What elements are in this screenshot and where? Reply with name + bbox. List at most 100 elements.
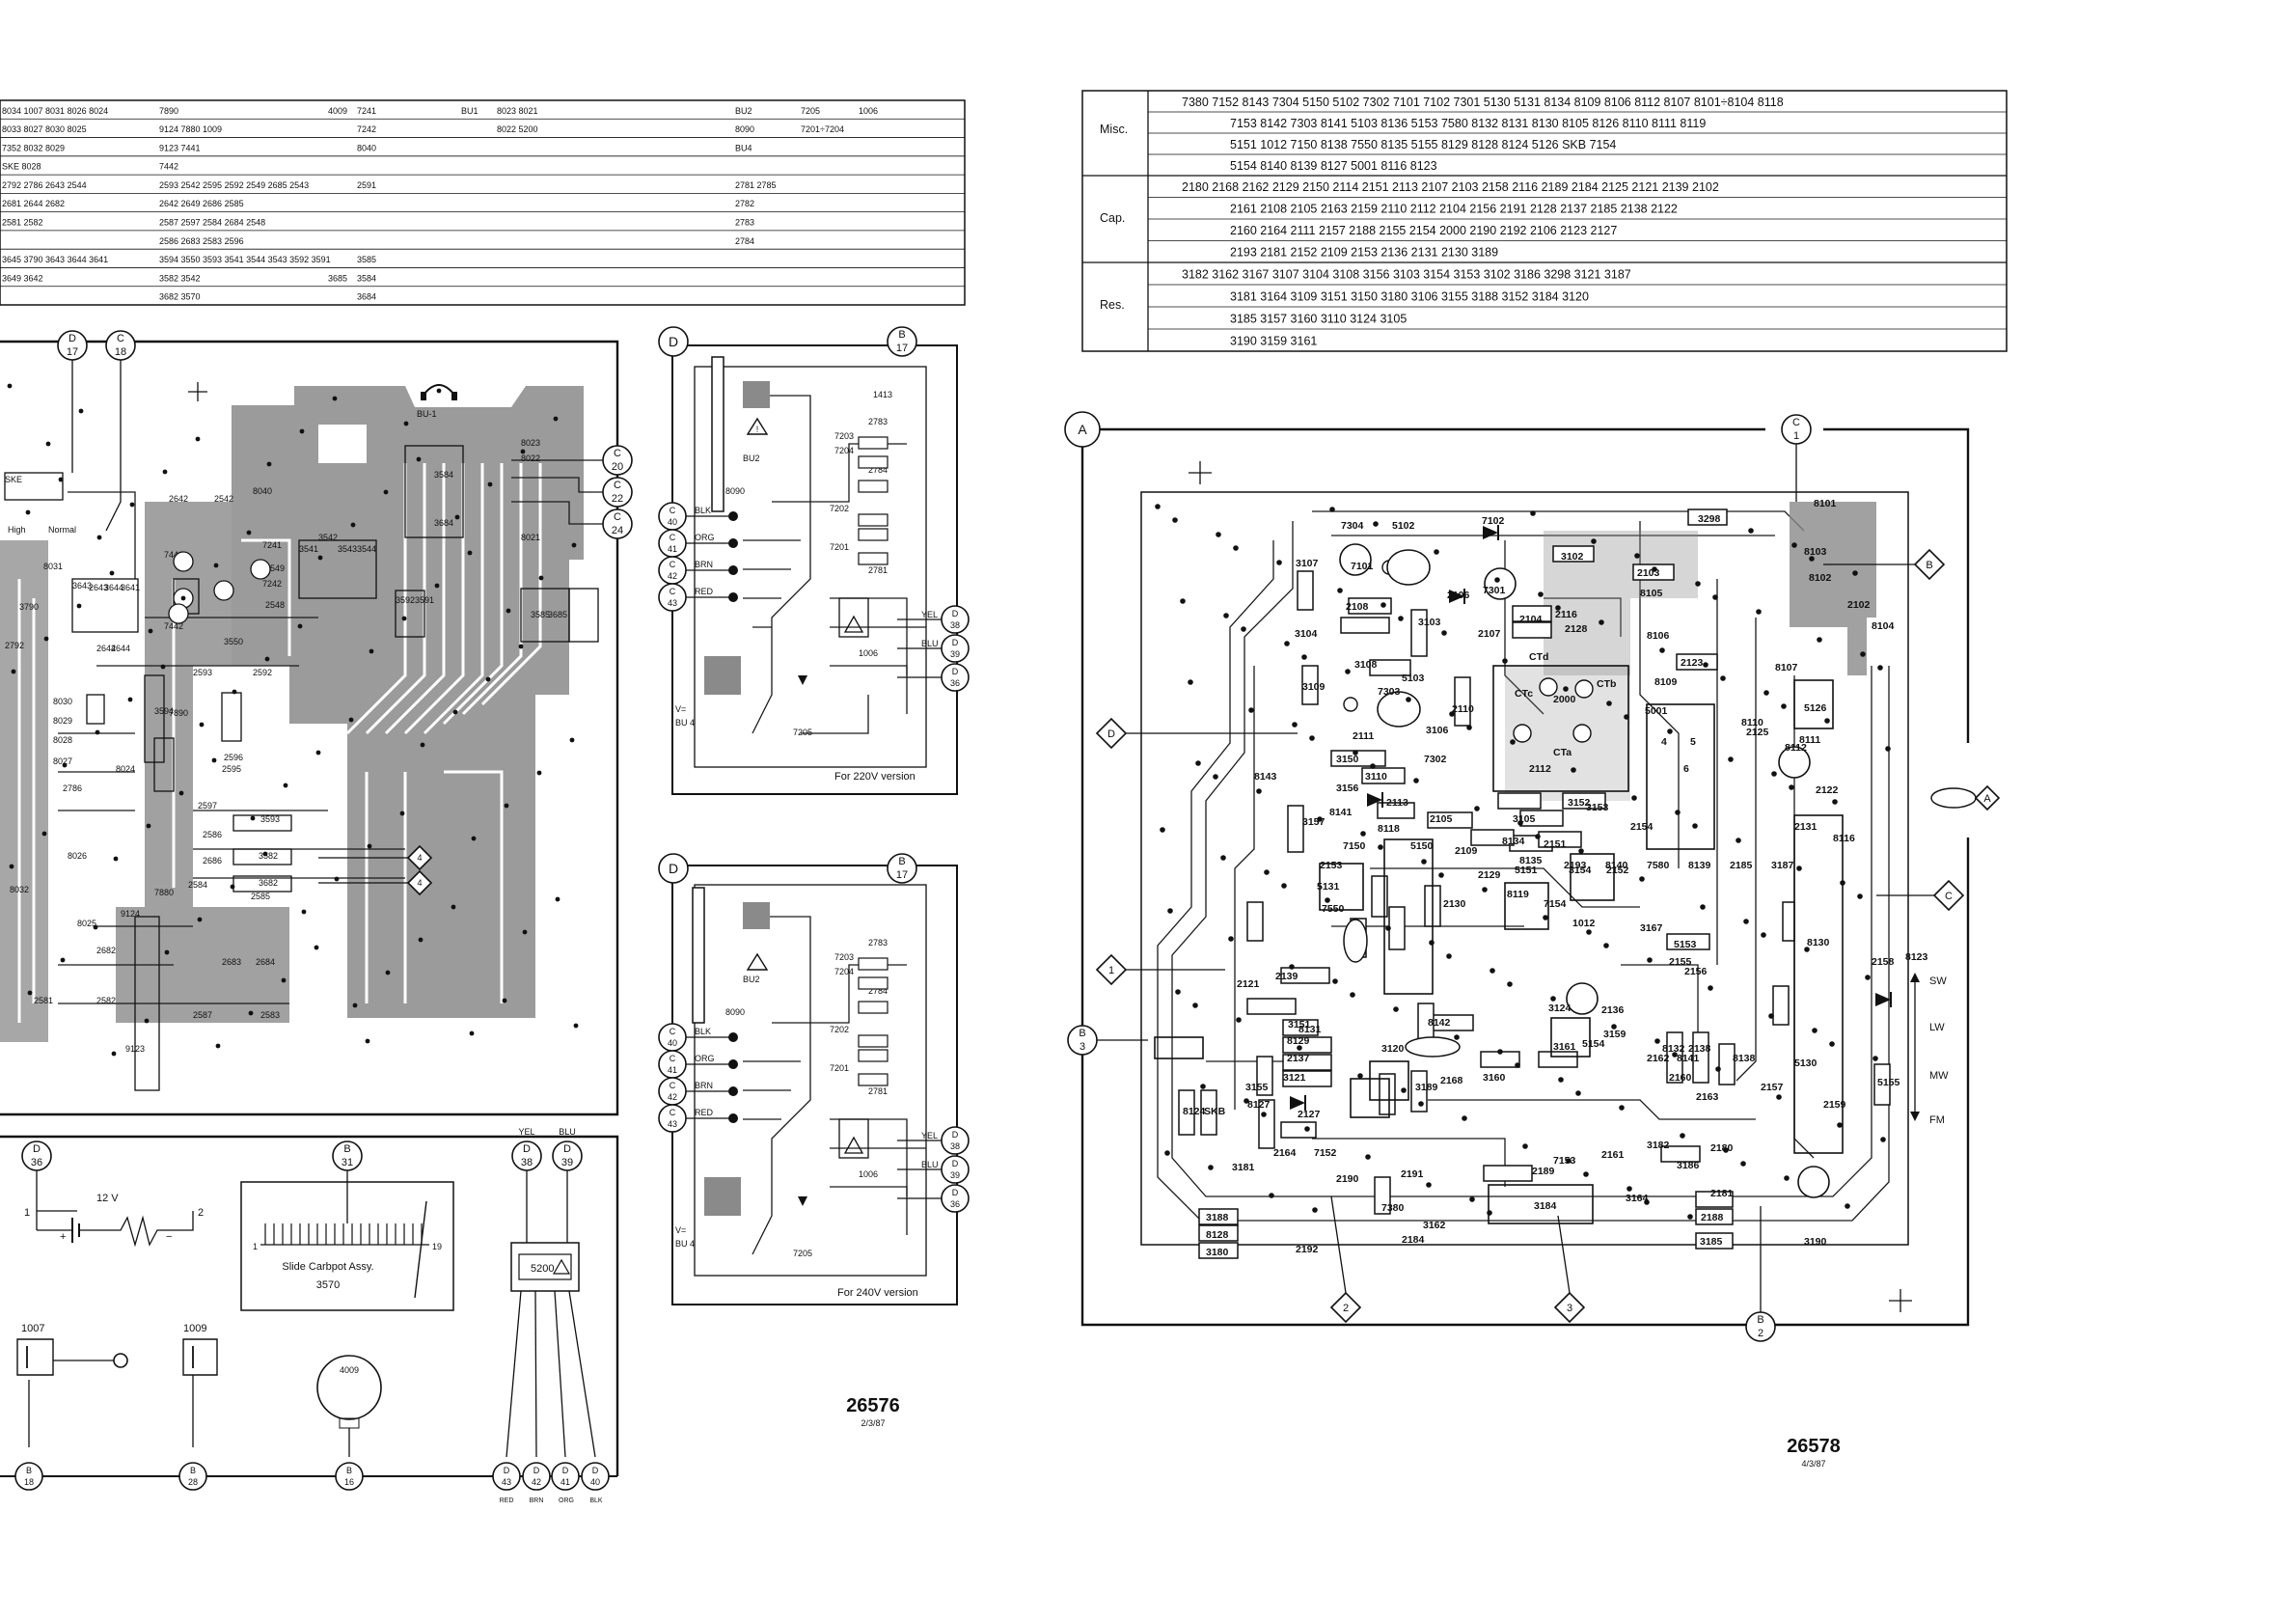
mains-connector-left: C41 — [658, 529, 687, 558]
left-board-label: 2686 — [203, 856, 222, 865]
mains-connector-right: D39 — [941, 1155, 970, 1184]
left-board-label: 2684 — [256, 957, 275, 967]
svg-text:D: D — [68, 333, 76, 344]
right-board-label: 2139 — [1275, 971, 1298, 982]
mains-220-connector-d: D — [658, 326, 689, 357]
left-board-label: 3593 — [260, 814, 280, 824]
svg-text:4: 4 — [417, 878, 422, 888]
right-board-label: 3109 — [1302, 681, 1326, 693]
left-table-cell: 4009 — [328, 106, 347, 116]
right-board-label: 2127 — [1298, 1109, 1321, 1120]
right-board-label: 5155 — [1877, 1077, 1900, 1088]
mains-connector-right: D39 — [941, 634, 970, 663]
bottom-connector: B18 — [14, 1462, 43, 1491]
right-board-label: 4 — [1661, 736, 1667, 748]
mains-part-label: BU 4 — [675, 1239, 695, 1249]
right-board-label: 7380 — [1381, 1202, 1405, 1214]
left-board-label: 7242 — [262, 579, 282, 589]
right-board-label: 8140 — [1605, 860, 1628, 871]
headphone-icon — [421, 384, 457, 400]
svg-text:3: 3 — [1567, 1303, 1572, 1314]
svg-text:D: D — [952, 1188, 959, 1197]
svg-text:C: C — [1945, 891, 1953, 902]
svg-text:ORG: ORG — [695, 533, 715, 542]
right-connector-b2: B 2 — [1745, 1206, 1776, 1342]
mains-part-label: 2783 — [868, 938, 888, 948]
right-board-label: 3151 — [1288, 1019, 1311, 1030]
left-board-label: 3541 — [299, 544, 318, 554]
right-board-label: 2104 — [1519, 614, 1543, 625]
right-board-label: 3187 — [1771, 860, 1794, 871]
left-table-cell: 2581 2582 — [2, 218, 43, 228]
svg-text:D: D — [592, 1466, 599, 1475]
left-board-label: 2642 — [169, 494, 188, 504]
right-board-label: SKB — [1204, 1106, 1226, 1117]
right-board-label: 2159 — [1823, 1099, 1846, 1111]
right-board-label: 3152 — [1568, 797, 1591, 809]
svg-text:ORG: ORG — [559, 1497, 574, 1504]
right-diamond-marker-b: B — [1823, 548, 1946, 581]
svg-text:RED: RED — [695, 587, 714, 596]
right-registration-marks — [1189, 461, 1912, 1312]
right-board-label: 8107 — [1775, 662, 1798, 673]
svg-text:36: 36 — [31, 1157, 42, 1168]
left-diamond-marker-4a: 4 — [318, 844, 433, 871]
svg-text:YEL: YEL — [921, 610, 938, 619]
right-board-label: 2181 — [1710, 1188, 1734, 1199]
left-table-cell: 7890 — [159, 106, 178, 116]
mains-part-label: 7204 — [834, 446, 854, 455]
svg-text:4009: 4009 — [340, 1365, 359, 1375]
left-table-cell: 2781 2785 — [735, 180, 777, 190]
right-board-label: 8124 — [1183, 1106, 1206, 1117]
mains-part-label: BU2 — [743, 453, 760, 463]
left-table-cell: 3585 — [357, 255, 376, 264]
svg-text:B: B — [898, 856, 905, 867]
svg-text:36: 36 — [950, 1199, 960, 1209]
mains-connector-left: C40 — [658, 502, 687, 531]
right-board-label: 7302 — [1424, 754, 1447, 765]
mains-connector-right: D 36 — [941, 1184, 970, 1213]
svg-text:A: A — [1983, 793, 1991, 805]
right-board-label: 8134 — [1502, 836, 1525, 847]
svg-text:BLU: BLU — [921, 639, 939, 648]
right-board-label: 7301 — [1483, 585, 1506, 596]
left-board-label: 2644 — [111, 644, 130, 653]
svg-text:C: C — [670, 1054, 676, 1063]
svg-text:RED: RED — [500, 1497, 514, 1504]
left-board-label: 3584 — [434, 470, 453, 480]
svg-text:B: B — [343, 1143, 350, 1155]
left-table-cell: 2642 2649 2686 2585 — [159, 199, 244, 208]
left-board-label: 3643 — [72, 581, 92, 591]
right-board-label: 2136 — [1601, 1004, 1625, 1016]
left-board-label: Normal — [48, 525, 76, 535]
left-table-cell: 8023 8021 — [497, 106, 538, 116]
right-board-label: 7101 — [1351, 561, 1374, 572]
svg-text:C: C — [614, 511, 621, 523]
left-board-label: 8024 — [116, 764, 135, 774]
left-board-label: 8022 — [521, 453, 540, 463]
right-board-label: 2184 — [1402, 1234, 1425, 1246]
left-board-label: 8032 — [10, 885, 29, 894]
right-board-label: 7154 — [1544, 898, 1567, 910]
svg-text:17: 17 — [896, 343, 908, 354]
svg-text:43: 43 — [668, 1119, 677, 1129]
svg-text:+: + — [60, 1231, 66, 1243]
svg-text:1: 1 — [1793, 430, 1799, 442]
right-ellipse-marker-a: A — [1930, 784, 2001, 811]
left-table-cell: 8033 8027 8030 8025 — [2, 124, 87, 134]
right-board-label: 8106 — [1647, 630, 1670, 642]
left-board-label: 2792 — [5, 641, 24, 650]
svg-text:40: 40 — [668, 517, 677, 527]
right-board-label: 2161 — [1601, 1149, 1625, 1161]
bottom-connector: D43 — [492, 1462, 521, 1491]
right-board-label: 2000 — [1553, 694, 1576, 705]
svg-text:−: − — [166, 1231, 172, 1243]
right-diamond-marker-c: C — [1876, 879, 1965, 912]
right-board-label: 2158 — [1872, 956, 1895, 968]
left-connector-c22: C 22 — [602, 477, 633, 508]
mains-part-label: BU2 — [743, 975, 760, 984]
left-table-cell: 7241 — [357, 106, 376, 116]
svg-text:D: D — [533, 1466, 540, 1475]
right-board-label: 2153 — [1320, 860, 1343, 871]
